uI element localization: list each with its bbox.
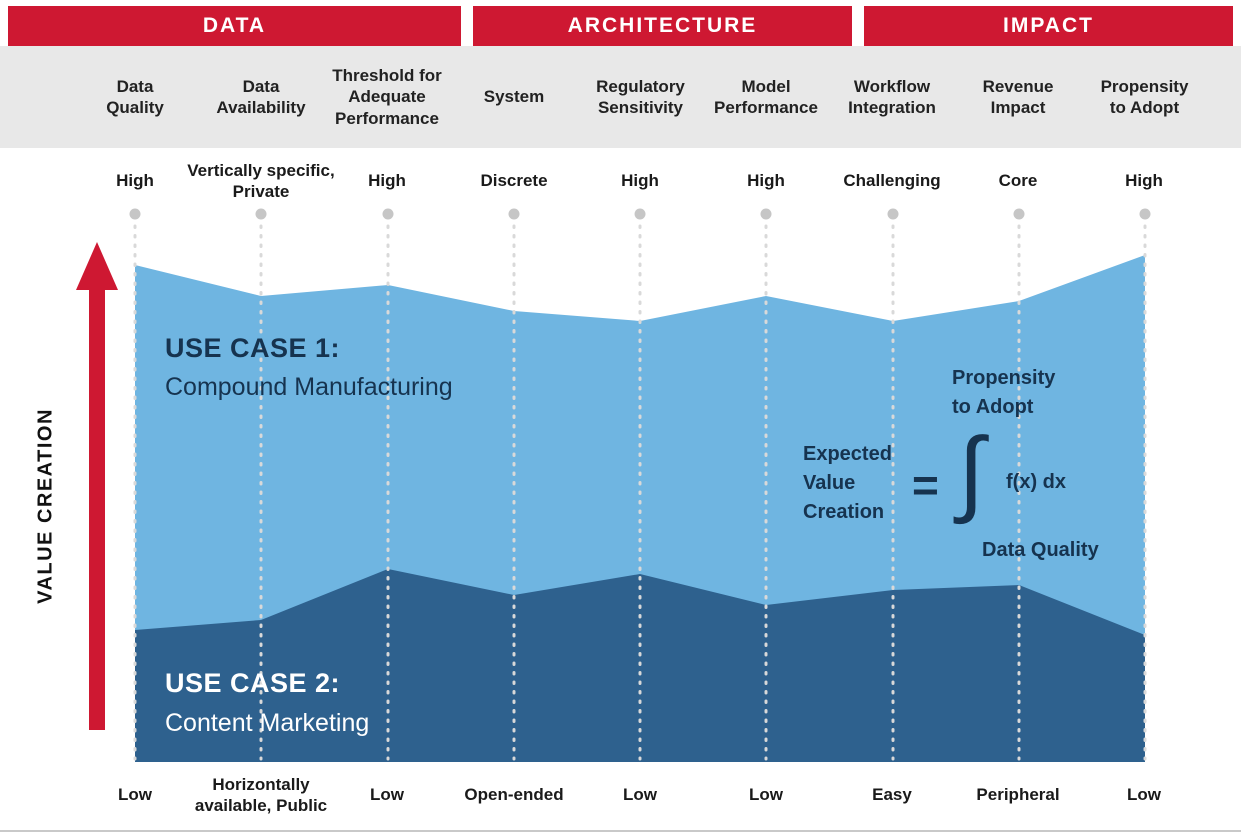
column-label-revenue-impact: Revenue Impact xyxy=(982,76,1054,117)
header-band-architecture: ARCHITECTURE xyxy=(473,6,852,46)
guide-top-dots xyxy=(129,208,1151,220)
arrow-shaft xyxy=(89,286,105,730)
y-axis-label: VALUE CREATION xyxy=(34,408,57,604)
header-band-data-label: DATA xyxy=(202,14,267,37)
column-label-system: System xyxy=(483,87,545,107)
value-creation-arrow xyxy=(76,242,118,730)
integral-upper-bound: Propensity to Adopt xyxy=(952,367,1056,418)
header-band-impact: IMPACT xyxy=(864,6,1233,46)
use-case-1-title: USE CASE 1: xyxy=(165,333,341,363)
bottom-value-data-quality: Low xyxy=(118,785,152,805)
column-label-data-availability: Data Availability xyxy=(216,76,306,117)
bottom-value-propensity: Low xyxy=(1127,785,1161,805)
top-value-model-performance: High xyxy=(747,171,785,191)
header-band-architecture-label: ARCHITECTURE xyxy=(567,14,758,37)
equals-sign: = xyxy=(912,459,939,511)
header-band-impact-label: IMPACT xyxy=(1003,14,1094,37)
column-label-data-quality: Data Quality xyxy=(106,76,164,117)
top-value-regulatory: High xyxy=(621,171,659,191)
integral-lower-bound: Data Quality xyxy=(982,539,1099,561)
integral-sign: ∫ xyxy=(958,419,985,525)
top-value-threshold: High xyxy=(368,171,406,191)
bottom-value-regulatory: Low xyxy=(623,785,657,805)
bottom-value-system: Open-ended xyxy=(464,785,564,805)
attribute-header-strip xyxy=(0,46,1241,148)
header-band-data: DATA xyxy=(8,6,461,46)
column-label-regulatory: Regulatory Sensitivity xyxy=(596,76,685,117)
top-value-revenue-impact: Core xyxy=(998,171,1038,191)
bottom-value-data-availability: Horizontally available, Public xyxy=(194,774,328,815)
integrand: f(x) dx xyxy=(1006,471,1066,493)
dotted-guide-lines xyxy=(133,224,1147,761)
column-label-propensity: Propensity to Adopt xyxy=(1100,76,1189,117)
column-label-model-performance: Model Performance xyxy=(714,76,818,117)
top-value-workflow: Challenging xyxy=(843,171,941,191)
bottom-value-workflow: Easy xyxy=(872,785,912,805)
column-label-threshold: Threshold for Adequate Performance xyxy=(332,66,442,128)
bottom-value-model-performance: Low xyxy=(749,785,783,805)
bottom-value-threshold: Low xyxy=(370,785,404,805)
formula-lhs: Expected Value Creation xyxy=(803,443,892,523)
top-value-system: Discrete xyxy=(480,171,548,191)
use-case-1-subtitle: Compound Manufacturing xyxy=(165,373,453,401)
top-value-data-availability: Vertically specific, Private xyxy=(187,160,335,201)
bottom-value-revenue-impact: Peripheral xyxy=(976,785,1060,805)
arrow-head xyxy=(76,242,118,290)
top-value-propensity: High xyxy=(1125,171,1163,191)
top-value-data-quality: High xyxy=(116,171,154,191)
column-label-workflow: Workflow Integration xyxy=(848,76,936,117)
use-case-2-subtitle: Content Marketing xyxy=(165,709,370,737)
use-case-2-title: USE CASE 2: xyxy=(165,668,341,698)
